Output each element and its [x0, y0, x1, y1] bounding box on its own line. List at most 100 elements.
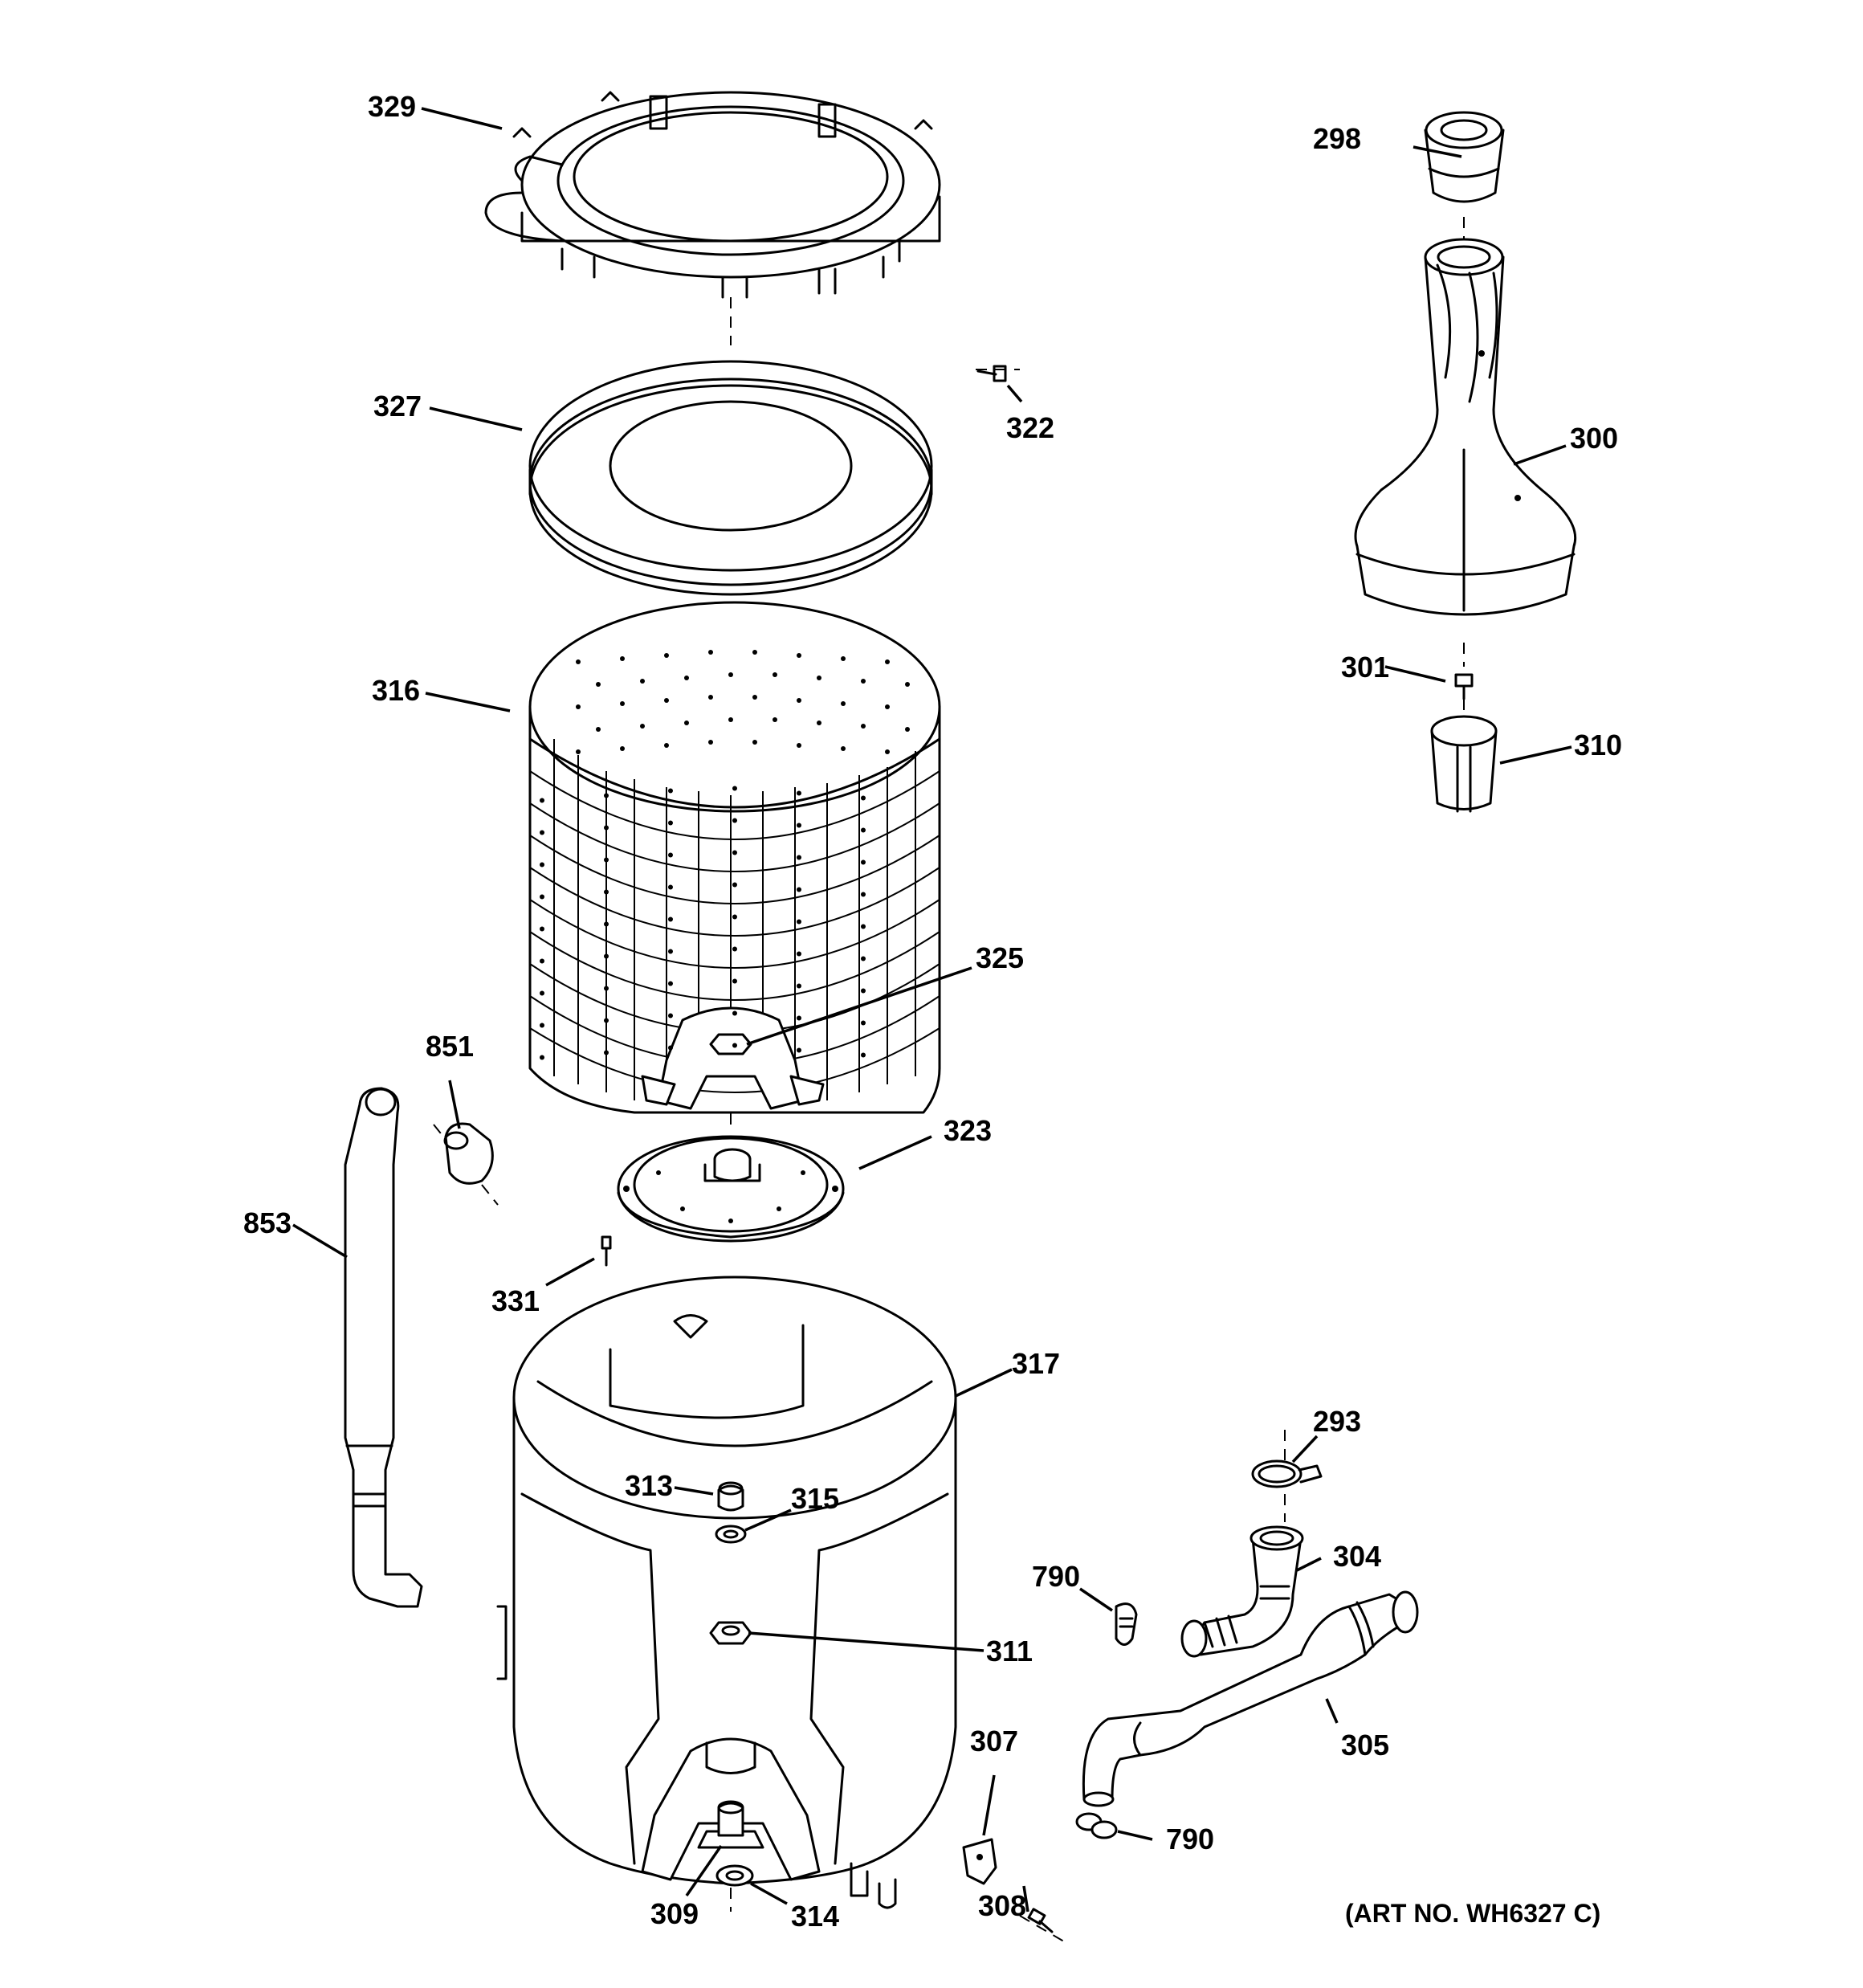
basket-hole	[668, 884, 673, 890]
basket-hole	[797, 887, 801, 892]
basket-hole	[797, 919, 801, 925]
basket-hole	[861, 859, 866, 865]
callout-317: 317	[1012, 1347, 1060, 1380]
callout-300: 300	[1570, 422, 1618, 455]
basket-hole	[841, 746, 846, 751]
basket-hole	[861, 892, 866, 897]
bracket-309-icon	[697, 1800, 764, 1849]
basket-hole	[604, 825, 609, 831]
basket-hole	[540, 862, 544, 867]
basket-hole	[576, 749, 581, 754]
basket-hole	[817, 676, 821, 680]
basket-hole	[841, 656, 846, 661]
basket-hole	[540, 830, 544, 835]
basket-hole	[732, 786, 737, 791]
basket-hole	[604, 889, 609, 895]
basket-hole	[861, 988, 866, 994]
basket-hole	[604, 921, 609, 927]
callout-293: 293	[1313, 1405, 1361, 1438]
basket-hole	[797, 653, 801, 658]
basket-hole	[861, 795, 866, 801]
callout-310: 310	[1574, 729, 1622, 761]
basket-hole	[540, 990, 544, 996]
screw-331-icon	[601, 1235, 612, 1267]
basket-hole	[540, 958, 544, 964]
agitator-cap-298	[1424, 111, 1505, 203]
basket-hole	[708, 695, 713, 700]
basket-hole	[841, 701, 846, 706]
cam-310-icon	[1430, 715, 1498, 813]
basket-hole	[540, 1023, 544, 1028]
basket-hole	[797, 951, 801, 957]
clip-790-lower-icon	[1075, 1812, 1118, 1839]
callout-308: 308	[978, 1889, 1026, 1922]
drain-hose-305	[1082, 1590, 1419, 1807]
tub-cover-ring	[484, 91, 941, 299]
callout-316: 316	[372, 674, 420, 707]
bolt-301-icon	[1454, 673, 1474, 700]
basket-hole	[604, 1018, 609, 1023]
callout-301: 301	[1341, 651, 1389, 684]
basket-hole	[668, 949, 673, 954]
basket-hole	[885, 659, 890, 664]
callout-315: 315	[791, 1482, 839, 1515]
clip-790-upper-icon	[1115, 1602, 1138, 1646]
basket-hole	[732, 946, 737, 952]
callout-323: 323	[944, 1114, 992, 1147]
basket-hole	[576, 704, 581, 709]
basket-hole	[668, 788, 673, 794]
callout-311: 311	[986, 1635, 1033, 1668]
basket-hole	[732, 914, 737, 920]
basket-hole	[861, 956, 866, 961]
basket-hole	[797, 855, 801, 860]
basket-hole	[861, 1020, 866, 1026]
basket-hole	[817, 720, 821, 725]
basket-hole	[885, 749, 890, 754]
basket-hole	[604, 793, 609, 798]
washer-314-icon	[715, 1864, 754, 1887]
basket-hole	[668, 820, 673, 826]
basket-hole	[540, 798, 544, 803]
basket-hole	[604, 953, 609, 959]
basket-hole	[728, 672, 733, 677]
callout-327: 327	[373, 390, 422, 423]
basket-hole	[604, 1050, 609, 1055]
overflow-pipe	[344, 1087, 423, 1608]
basket-hole	[596, 727, 601, 732]
basket-hole	[752, 740, 757, 745]
basket-hole	[668, 1013, 673, 1018]
callout-325: 325	[976, 941, 1024, 974]
callout-322: 322	[1006, 411, 1054, 444]
basket-hole	[861, 1052, 866, 1058]
basket-hole	[905, 727, 910, 732]
basket-hole	[861, 679, 866, 684]
basket-hole	[732, 978, 737, 984]
hub-plate	[617, 1135, 845, 1243]
basket-hole	[668, 916, 673, 922]
wash-basket	[528, 601, 941, 1114]
basket-hole	[797, 790, 801, 796]
basket-hole	[640, 724, 645, 729]
basket-hole	[664, 698, 669, 703]
basket-hole	[640, 679, 645, 684]
basket-hole	[797, 743, 801, 748]
basket-hole	[861, 924, 866, 929]
basket-hole	[773, 717, 777, 722]
callout-314: 314	[791, 1900, 839, 1933]
basket-hole	[540, 926, 544, 932]
basket-hole	[752, 650, 757, 655]
basket-hole	[732, 818, 737, 823]
callout-790-lower: 790	[1166, 1823, 1214, 1855]
callout-851: 851	[426, 1030, 474, 1063]
basket-hole	[797, 983, 801, 989]
basket-hole	[684, 720, 689, 725]
callout-790-upper: 790	[1032, 1560, 1080, 1593]
callout-329: 329	[368, 90, 416, 123]
basket-hole	[773, 672, 777, 677]
callout-305: 305	[1341, 1729, 1389, 1761]
basket-hole	[664, 743, 669, 748]
screw-322-icon	[976, 365, 1007, 382]
basket-hole	[540, 894, 544, 900]
agitator-300	[1354, 238, 1577, 616]
